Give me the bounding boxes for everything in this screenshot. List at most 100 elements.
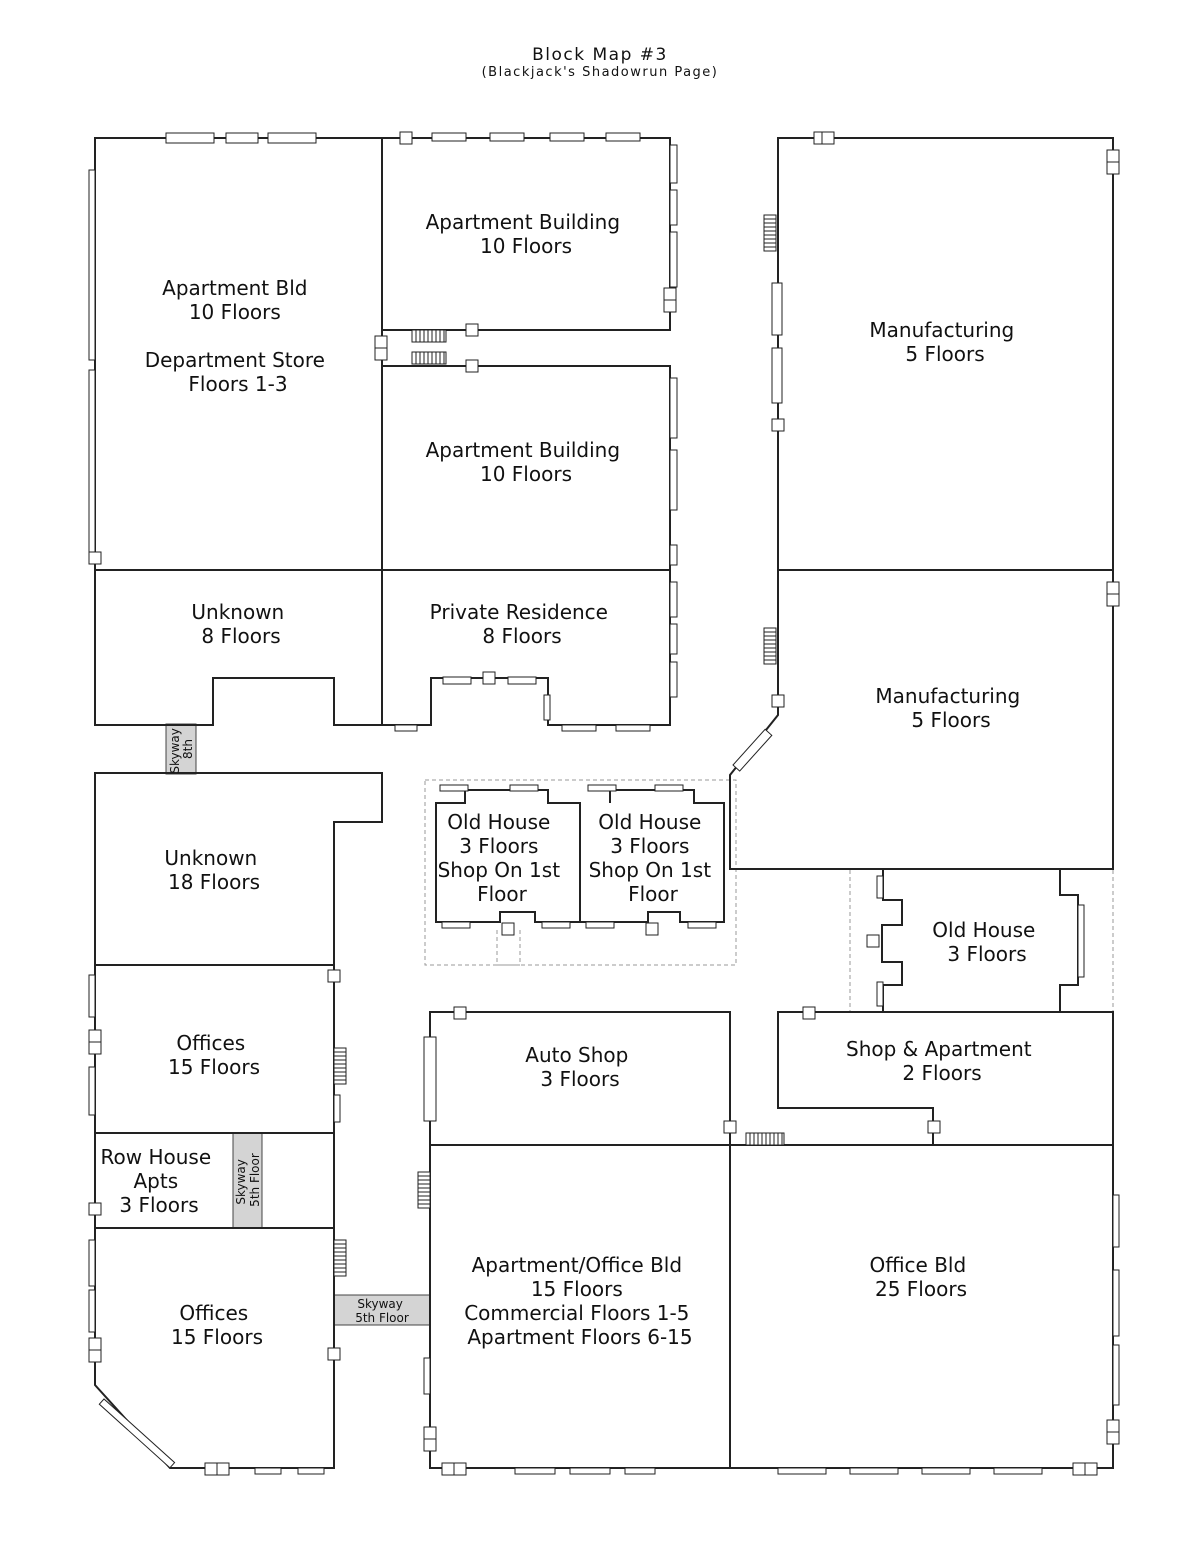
window-1 — [267, 132, 317, 144]
side-window-24 — [1112, 1194, 1120, 1248]
apt-bld-nw-label: Apartment Bld 10 Floors Department Store… — [145, 276, 332, 396]
side-window-21 — [88, 1289, 96, 1333]
apt-office-bld-label: Apartment/Office Bld 15 Floors Commercia… — [464, 1253, 696, 1349]
side-window-4 — [669, 231, 678, 288]
window-3 — [431, 132, 467, 142]
door-26 — [453, 1006, 467, 1020]
window-26 — [849, 1467, 899, 1475]
door-40 — [1084, 1462, 1098, 1476]
side-window-2 — [669, 144, 678, 184]
door-34 — [1106, 1431, 1120, 1445]
window-25 — [777, 1467, 827, 1475]
door-3 — [374, 335, 388, 349]
stairs-7 — [417, 1171, 431, 1209]
manufacturing-1-label: Manufacturing 5 Floors — [869, 318, 1020, 366]
office-bld-walls — [729, 1144, 1114, 1469]
side-window-13 — [543, 694, 551, 721]
unknown-8-label: Unknown 8 Floors — [191, 600, 290, 648]
side-window-15 — [876, 875, 884, 899]
door-33 — [1106, 1419, 1120, 1433]
window-23 — [569, 1467, 611, 1475]
window-14 — [585, 921, 615, 929]
window-16 — [439, 784, 469, 792]
stairs-3 — [763, 214, 777, 252]
side-window-19 — [333, 1094, 341, 1123]
door-23 — [327, 1347, 341, 1361]
side-window-12 — [771, 347, 783, 404]
door-1 — [465, 323, 479, 337]
shop-apartment-label: Shop & Apartment 2 Floors — [846, 1037, 1038, 1085]
door-5 — [663, 287, 677, 301]
side-window-5 — [669, 377, 678, 439]
door-29 — [802, 1006, 816, 1020]
door-21 — [88, 1041, 102, 1055]
side-window-20 — [88, 1239, 96, 1287]
door-0 — [399, 131, 413, 145]
door-15 — [1106, 149, 1120, 163]
door-31 — [423, 1426, 437, 1440]
window-18 — [587, 784, 617, 792]
angled-window-sw — [98, 1398, 176, 1469]
offices-1-label: Offices 15 Floors — [168, 1031, 260, 1079]
window-0 — [165, 132, 215, 144]
side-window-3 — [669, 189, 678, 226]
door-25 — [88, 1349, 102, 1363]
door-22 — [88, 1202, 102, 1216]
door-35 — [204, 1462, 218, 1476]
window-12 — [441, 921, 471, 929]
window-9 — [394, 724, 418, 732]
old-houses-yard — [424, 779, 737, 966]
skyway-labels: Skyway 8th Skyway 5th Floor Skyway 5th F… — [168, 728, 409, 1325]
side-window-18 — [88, 1066, 96, 1116]
skyway-5th-floor-row — [232, 1132, 263, 1229]
window-11 — [615, 724, 651, 732]
skyway-5th-floor-bridge — [333, 1294, 431, 1326]
door-20 — [88, 1029, 102, 1043]
stairs-0 — [411, 329, 447, 343]
door-36 — [216, 1462, 230, 1476]
door-7 — [88, 551, 102, 565]
side-window-7 — [669, 544, 678, 566]
door-6 — [663, 299, 677, 313]
door-27 — [723, 1120, 737, 1134]
window-19 — [654, 784, 684, 792]
side-window-1 — [88, 369, 96, 561]
window-24 — [624, 1467, 656, 1475]
side-window-26 — [1112, 1344, 1120, 1406]
skyway-5th-floor-bridge-label: Skyway 5th Floor — [355, 1297, 409, 1325]
side-window-22 — [423, 1036, 437, 1122]
door-10 — [645, 922, 659, 936]
window-27 — [921, 1467, 971, 1475]
map-title: Block Map #3 — [532, 45, 668, 65]
window-5 — [549, 132, 585, 142]
side-window-6 — [669, 449, 678, 511]
window-28 — [993, 1467, 1043, 1475]
door-14 — [821, 131, 835, 145]
door-16 — [1106, 161, 1120, 175]
stairs-4 — [763, 627, 777, 665]
offices-2-label: Offices 15 Floors — [171, 1301, 263, 1349]
side-window-17 — [88, 974, 96, 1018]
stairs-1 — [411, 351, 447, 365]
door-2 — [465, 359, 479, 373]
building-details — [88, 131, 1120, 1476]
yard-lines — [424, 779, 1114, 1012]
unknown-18-label: Unknown 18 Floors — [164, 846, 263, 894]
door-38 — [453, 1462, 467, 1476]
private-residence-label: Private Residence 8 Floors — [430, 600, 615, 648]
manufacturing-2-walls — [729, 569, 1114, 870]
apt-building-2-label: Apartment Building 10 Floors — [426, 438, 627, 486]
door-12 — [771, 694, 785, 708]
side-window-23 — [423, 1357, 431, 1395]
window-7 — [442, 676, 472, 685]
door-18 — [1106, 593, 1120, 607]
old-house-2-label: Old House 3 Floors Shop On 1st Floor — [589, 810, 718, 906]
door-39 — [1072, 1462, 1086, 1476]
side-window-8 — [669, 581, 678, 618]
door-4 — [374, 347, 388, 361]
window-6 — [605, 132, 641, 142]
row-house-label: Row House Apts 3 Floors — [101, 1145, 218, 1217]
side-window-9 — [669, 623, 678, 655]
window-4 — [489, 132, 525, 142]
angled-window-ne — [732, 728, 773, 772]
